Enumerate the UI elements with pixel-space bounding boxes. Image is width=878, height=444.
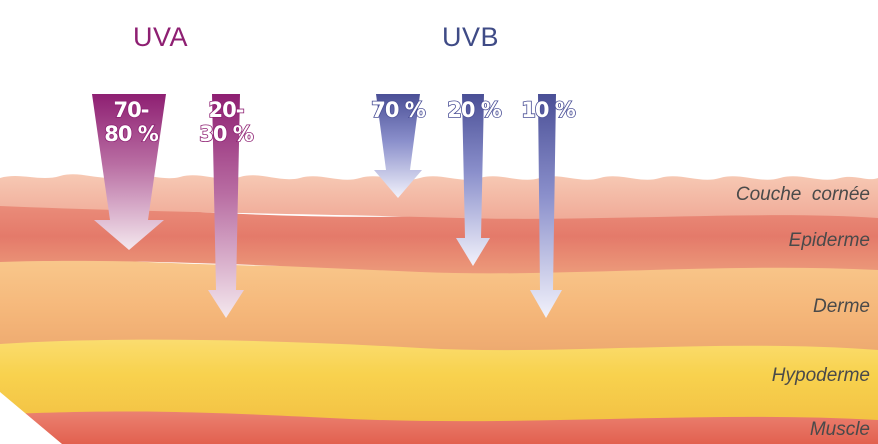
uva-arrow-2-label-line1: 20- — [208, 97, 246, 123]
uvb-arrow-2-label: 20 % — [446, 97, 502, 123]
uvb-arrow-1 — [374, 94, 422, 198]
uva-arrow-2 — [208, 94, 244, 318]
uvb-arrow-3-label: 10 % — [520, 97, 576, 123]
layer-hypoderme-band — [0, 327, 878, 422]
uvb-title: UVB — [442, 22, 500, 52]
uva-arrow-2-label: 20- 30 % — [194, 97, 258, 147]
layer-label-derme: Derme — [812, 296, 870, 317]
uva-arrow-1-label: 70- 80 % — [96, 97, 166, 147]
uva-arrow-1 — [92, 94, 166, 250]
layer-label-muscle: Muscle — [809, 419, 870, 440]
uva-arrow-2-label-line2: 30 % — [198, 121, 254, 147]
layer-label-epiderme: Epiderme — [788, 230, 870, 251]
uvb-arrow-3 — [530, 94, 562, 318]
corner-cutout — [0, 392, 62, 444]
uva-arrow-1-label-line1: 70- — [113, 97, 151, 123]
uva-arrow-1-label-line2: 80 % — [103, 121, 159, 147]
uvb-arrow-1-label: 70 % — [370, 97, 426, 123]
layer-label-couche-cornee: Couche cornée — [735, 184, 870, 205]
uva-title: UVA — [133, 22, 189, 52]
layer-label-hypoderme: Hypoderme — [771, 365, 870, 386]
uvb-arrow-2 — [456, 94, 490, 266]
